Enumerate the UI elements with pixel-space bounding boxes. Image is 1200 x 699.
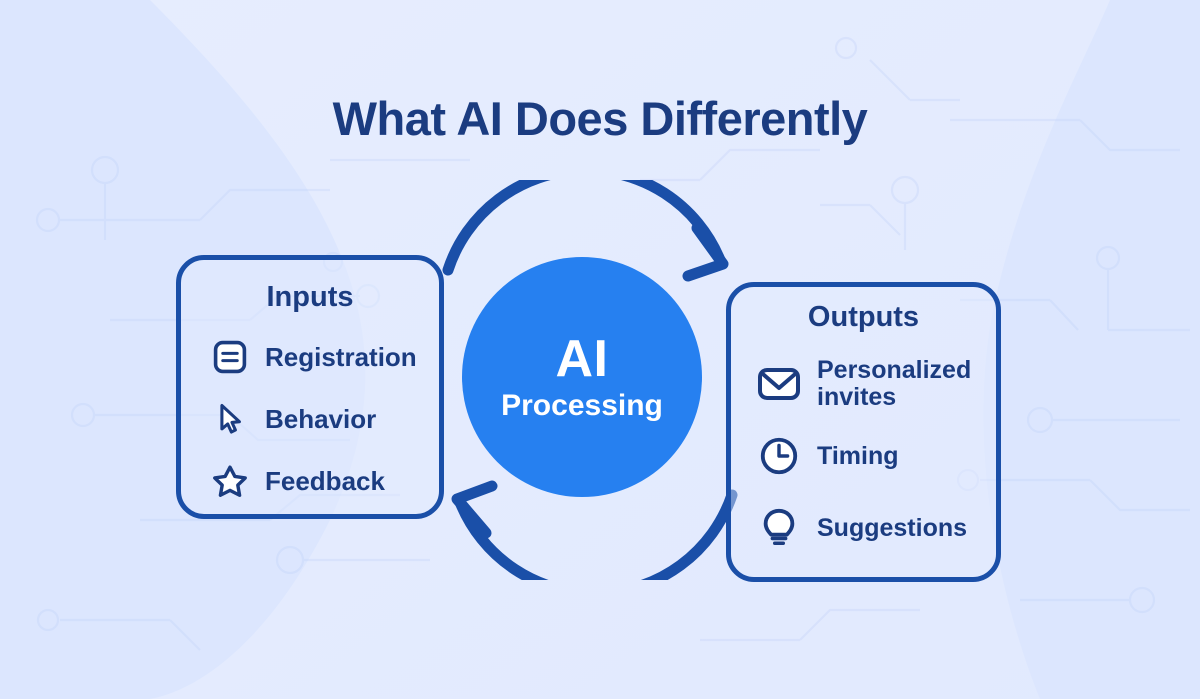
inputs-list: Registration Behavior Feedback: [181, 326, 439, 512]
list-item-label: Suggestions: [817, 513, 968, 542]
arrow-top-head: [682, 222, 729, 282]
ai-primary-label: AI: [555, 330, 609, 388]
list-item-label: Registration: [265, 341, 417, 372]
list-item: Feedback: [181, 450, 439, 512]
outputs-panel-title: Outputs: [807, 301, 920, 333]
list-item-label: Feedback: [265, 465, 385, 496]
outputs-list: Personalized invites Timing: [731, 348, 996, 564]
list-item-label: Personalized invites: [817, 356, 972, 411]
lightbulb-icon: [755, 504, 803, 552]
arrow-bottom-path: [454, 489, 738, 580]
clock-icon: [755, 432, 803, 480]
envelope-icon: [755, 360, 803, 408]
star-icon: [209, 460, 251, 502]
list-item: Suggestions: [731, 492, 996, 564]
list-item: Personalized invites: [731, 348, 996, 420]
list-item-label: Timing: [817, 441, 899, 470]
ai-processing-circle: AI Processing: [462, 257, 702, 497]
ai-secondary-label: Processing: [501, 389, 663, 422]
inputs-panel-title: Inputs: [266, 281, 354, 313]
inputs-panel: Inputs Registration Beha: [176, 255, 444, 519]
page-title: What AI Does Differently: [332, 92, 868, 145]
list-item: Registration: [181, 326, 439, 388]
arrow-bottom-head: [451, 480, 498, 539]
outputs-panel: Outputs Personalized invites: [726, 282, 1001, 582]
list-item: Timing: [731, 420, 996, 492]
cursor-icon: [209, 398, 251, 440]
form-icon: [209, 336, 251, 378]
list-item: Behavior: [181, 388, 439, 450]
list-item-label: Behavior: [265, 403, 377, 434]
